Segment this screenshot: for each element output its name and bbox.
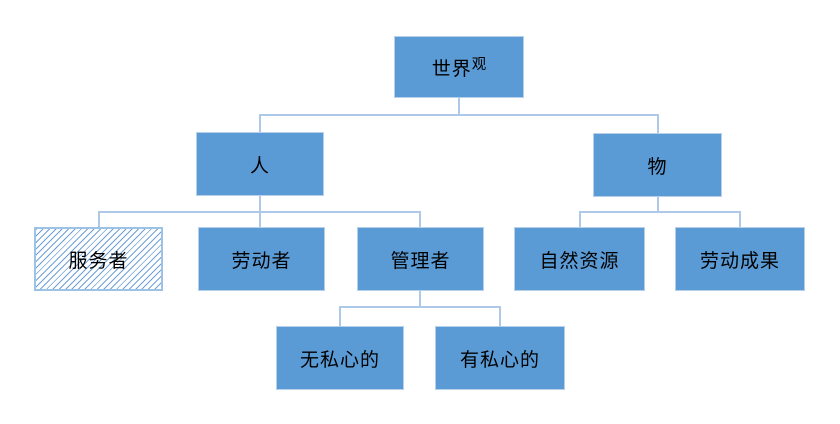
node-person-label: 人 bbox=[249, 155, 270, 177]
node-thing-label: 物 bbox=[647, 156, 668, 178]
node-worldview: 世界观 bbox=[394, 36, 524, 98]
node-labor-fruits-label: 劳动成果 bbox=[699, 250, 780, 272]
connector-manager-stem bbox=[419, 290, 421, 307]
node-manager-label: 管理者 bbox=[390, 250, 451, 272]
node-selfish-label: 有私心的 bbox=[459, 349, 540, 371]
node-laborer: 劳动者 bbox=[198, 227, 325, 291]
connector-level2-rail bbox=[259, 114, 658, 116]
node-labor-fruits: 劳动成果 bbox=[675, 227, 805, 291]
node-laborer-label: 劳动者 bbox=[231, 250, 292, 272]
connector-selfish-drop bbox=[499, 306, 501, 327]
node-worldview-label: 世界 bbox=[431, 58, 472, 80]
node-selfless: 无私心的 bbox=[276, 326, 404, 390]
connector-manager-drop bbox=[419, 211, 421, 228]
connector-thing-stem bbox=[657, 196, 659, 212]
connector-thing-drop bbox=[657, 114, 659, 134]
node-worldview-label-superscript: 观 bbox=[471, 56, 487, 73]
connector-person-drop bbox=[259, 114, 261, 133]
node-server-label: 服务者 bbox=[68, 250, 129, 272]
connector-thing-rail bbox=[579, 211, 740, 213]
node-natural-resources: 自然资源 bbox=[514, 227, 645, 291]
connector-fruits-drop bbox=[739, 211, 741, 228]
node-natural-resources-label: 自然资源 bbox=[539, 250, 620, 272]
node-manager: 管理者 bbox=[357, 227, 484, 291]
node-thing: 物 bbox=[593, 133, 722, 197]
node-person: 人 bbox=[196, 132, 324, 196]
connector-manager-rail bbox=[339, 306, 500, 308]
node-selfish: 有私心的 bbox=[435, 326, 565, 390]
connector-selfless-drop bbox=[339, 306, 341, 327]
connector-worldview-stem bbox=[458, 97, 460, 115]
connector-natural-drop bbox=[579, 211, 581, 228]
node-selfless-label: 无私心的 bbox=[299, 349, 380, 371]
connector-server-drop bbox=[98, 211, 100, 228]
node-server: 服务者 bbox=[34, 227, 163, 291]
connector-person-rail bbox=[98, 211, 421, 213]
